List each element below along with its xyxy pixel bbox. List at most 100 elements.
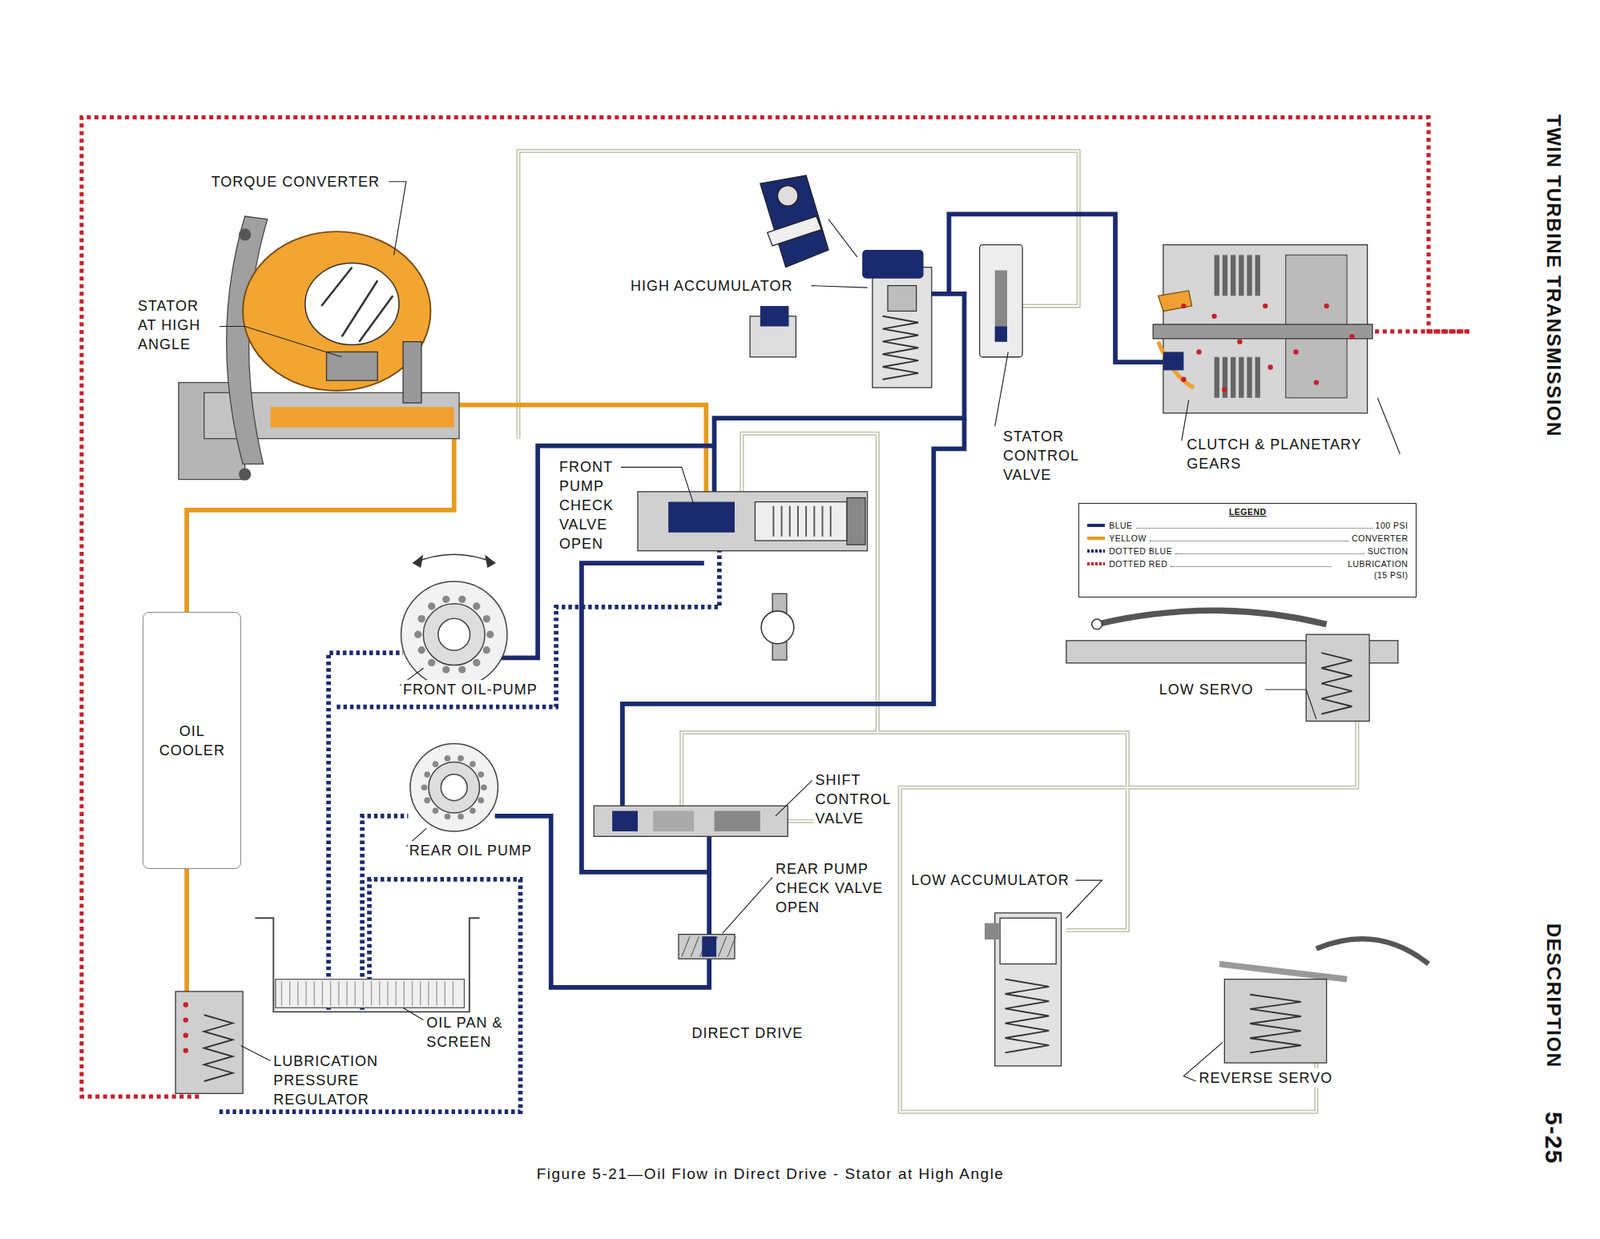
accumulator-spring [1004, 979, 1049, 1054]
lubrication-regulator-drawing [175, 991, 243, 1094]
dot-leader [1175, 545, 1365, 555]
regulator-spring [204, 1015, 234, 1082]
spring-coil [797, 506, 799, 537]
servo-body [1224, 979, 1326, 1064]
rear-check-valve-drawing [678, 935, 736, 960]
legend-text: DOTTED RED [1108, 558, 1168, 570]
legend-swatch [1087, 560, 1105, 568]
screen-mesh [322, 981, 323, 1007]
rear-oil-pump-drawing [410, 743, 499, 832]
gear-tooth [427, 602, 436, 610]
screen-mesh [314, 981, 315, 1007]
screen-mesh [362, 981, 364, 1007]
bolt [238, 228, 251, 241]
oil-screen [275, 979, 465, 1009]
leader-line [775, 780, 813, 817]
screen-mesh [395, 981, 397, 1007]
clutch-plate [1222, 254, 1228, 296]
gear-tooth [483, 615, 491, 623]
clutch-plate [1222, 357, 1228, 399]
part-label: FRONT PUMP CHECK VALVE OPEN [557, 457, 621, 554]
hatch [690, 936, 699, 957]
illustration-group [81, 116, 1470, 1113]
spring-coil [772, 506, 774, 537]
reverse-servo-drawing [1219, 939, 1429, 1064]
clutch-piston [1158, 290, 1193, 311]
lubrication-dot [1180, 377, 1186, 383]
turbine-blade [342, 280, 379, 337]
regulator-bore [754, 502, 847, 541]
leader-line [620, 467, 694, 505]
gear-tooth [477, 797, 484, 805]
page-header-text: DESCRIPTION [1543, 923, 1564, 1069]
legend-sample-line [1087, 549, 1105, 553]
detail-line [828, 219, 858, 258]
oil-cooler-box: OIL COOLER [142, 612, 242, 870]
gear-tooth [457, 755, 464, 762]
converter-oil-line-group [186, 405, 706, 996]
legend-sample-line [1087, 562, 1105, 566]
stator-control-valve-drawing [979, 245, 1023, 358]
accumulator-body [872, 267, 932, 388]
lubrication-dot [1323, 303, 1329, 309]
legend-text: YELLOW [1108, 532, 1147, 545]
pump-hub [440, 774, 468, 802]
screen-mesh [354, 981, 356, 1007]
low-servo-drawing [1066, 610, 1399, 722]
exhaust-line [741, 433, 878, 733]
gear-tooth [432, 761, 440, 768]
clutch-plate [1238, 357, 1244, 399]
gear-tooth [423, 771, 431, 778]
gear-tooth [477, 771, 484, 778]
valve-spool [995, 270, 1008, 343]
stator-part [326, 351, 379, 381]
screen-mesh [411, 981, 413, 1007]
screen-mesh [435, 981, 437, 1007]
valve-land [612, 811, 638, 832]
screen-mesh [281, 981, 283, 1007]
leader-line [722, 877, 773, 934]
exhaust-line-core [518, 150, 1079, 439]
clutch-plate [1246, 357, 1252, 399]
lubrication-dot [1237, 338, 1242, 344]
gear-tooth [486, 631, 494, 639]
torque-converter-drawing [178, 216, 460, 481]
valve-detail-bore [777, 185, 798, 206]
leader-line [1265, 689, 1317, 720]
figure-caption: Figure 5-21—Oil Flow in Direct Drive - S… [536, 1165, 1005, 1184]
converter-torus [242, 231, 431, 391]
legend-value: SUCTION [1367, 545, 1409, 557]
screen-mesh [444, 981, 446, 1007]
gear-tooth [444, 755, 452, 762]
screen-mesh [419, 981, 421, 1007]
converter-hub-oil [270, 407, 455, 428]
valve-land [652, 811, 694, 832]
check-valve-chamber [668, 502, 735, 533]
lubrication-dot [1267, 364, 1273, 370]
legend-value: LUBRICATION (15 PSI) [1334, 558, 1408, 581]
arrow-head [485, 556, 495, 568]
page-header-text: 5-25 [1540, 1112, 1568, 1165]
hatch [681, 936, 690, 957]
legend-box: LEGENDBLUE100 PSIYELLOWCONVERTERDOTTED B… [1078, 503, 1417, 598]
screen-mesh [330, 981, 331, 1007]
screen-mesh [403, 981, 405, 1007]
gear-tooth [483, 646, 491, 654]
pump-body [410, 743, 499, 832]
exhaust-line-core [899, 663, 1358, 1113]
suction-oil-line [336, 551, 720, 708]
pump-gear [423, 604, 485, 666]
node-text: LEGEND [1087, 507, 1408, 517]
legend-row: DOTTED BLUESUCTION [1087, 545, 1408, 557]
valve-land [714, 811, 761, 832]
gear-tooth [442, 665, 450, 674]
leader-line [388, 181, 407, 256]
dot-leader [1149, 532, 1349, 542]
lubrication-dot [183, 1002, 189, 1008]
part-label: LOW ACCUMULATOR [909, 870, 1071, 891]
valve-ball [761, 611, 794, 645]
gear-tooth [432, 807, 440, 815]
leader-line [1066, 880, 1103, 919]
lubrication-dot [1262, 303, 1268, 309]
